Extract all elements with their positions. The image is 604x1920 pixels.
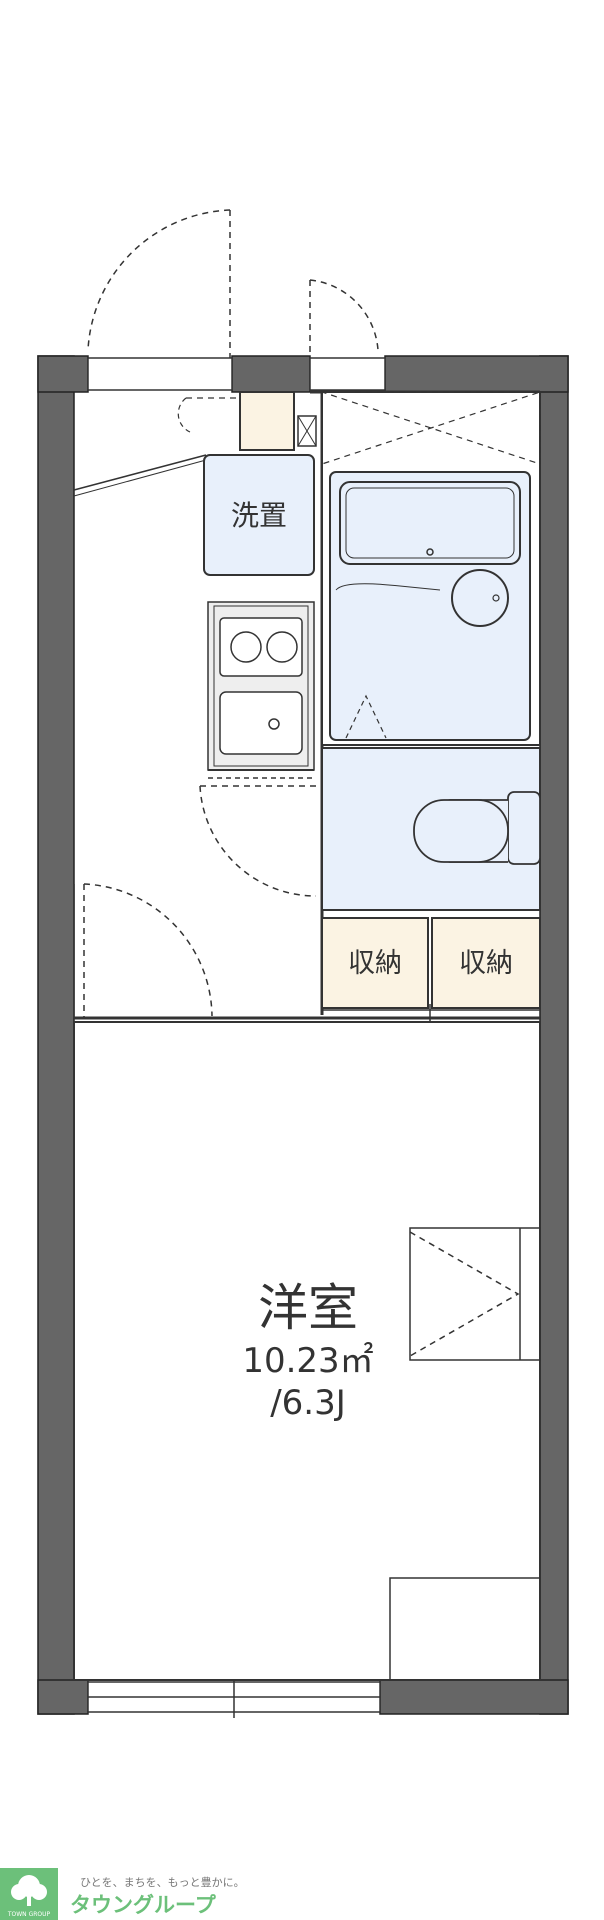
door-swing-icon xyxy=(199,785,317,897)
outer-walls xyxy=(37,355,569,1715)
storage-right-label: 収納 xyxy=(459,948,513,979)
entrance-step xyxy=(73,454,207,491)
sink-icon xyxy=(219,691,303,755)
main-room-label: 洋室 xyxy=(258,1279,358,1337)
top-openings xyxy=(87,357,386,391)
logo-tagline: ひとを、まちを、もっと豊かに。 xyxy=(80,1876,245,1889)
entrance-cabinet xyxy=(177,391,317,451)
door-swing-icon xyxy=(309,279,379,356)
bathtub-icon xyxy=(339,481,521,565)
toilet-area xyxy=(321,747,541,911)
door-swing-icon xyxy=(87,209,231,358)
door-swing-icon xyxy=(83,883,213,1018)
storage-left: 収納 xyxy=(321,917,429,1009)
closet-doors xyxy=(322,1004,540,1024)
stove-icon xyxy=(219,617,303,677)
washer-label: 洗置 xyxy=(231,499,287,532)
main-room: 洋室 10.23㎡ /6.3J xyxy=(73,1021,541,1681)
storage-right: 収納 xyxy=(431,917,541,1009)
main-room-size: /6.3J xyxy=(270,1383,346,1423)
bottom-right-fixture xyxy=(389,1577,540,1680)
bath-area xyxy=(321,391,541,746)
washer-space: 洗置 xyxy=(203,454,315,576)
toilet-icon xyxy=(413,791,541,865)
logo-small: TOWN GROUP xyxy=(7,1911,51,1918)
tree-logo-icon: TOWN GROUP xyxy=(0,1868,58,1920)
storage-left-label: 収納 xyxy=(348,948,402,979)
main-room-area: 10.23㎡ xyxy=(242,1341,373,1381)
logo-name: タウングループ xyxy=(70,1893,217,1917)
bottom-window xyxy=(87,1676,381,1718)
ceiling-hatch xyxy=(409,1227,541,1361)
kitchen-counter xyxy=(207,601,315,779)
